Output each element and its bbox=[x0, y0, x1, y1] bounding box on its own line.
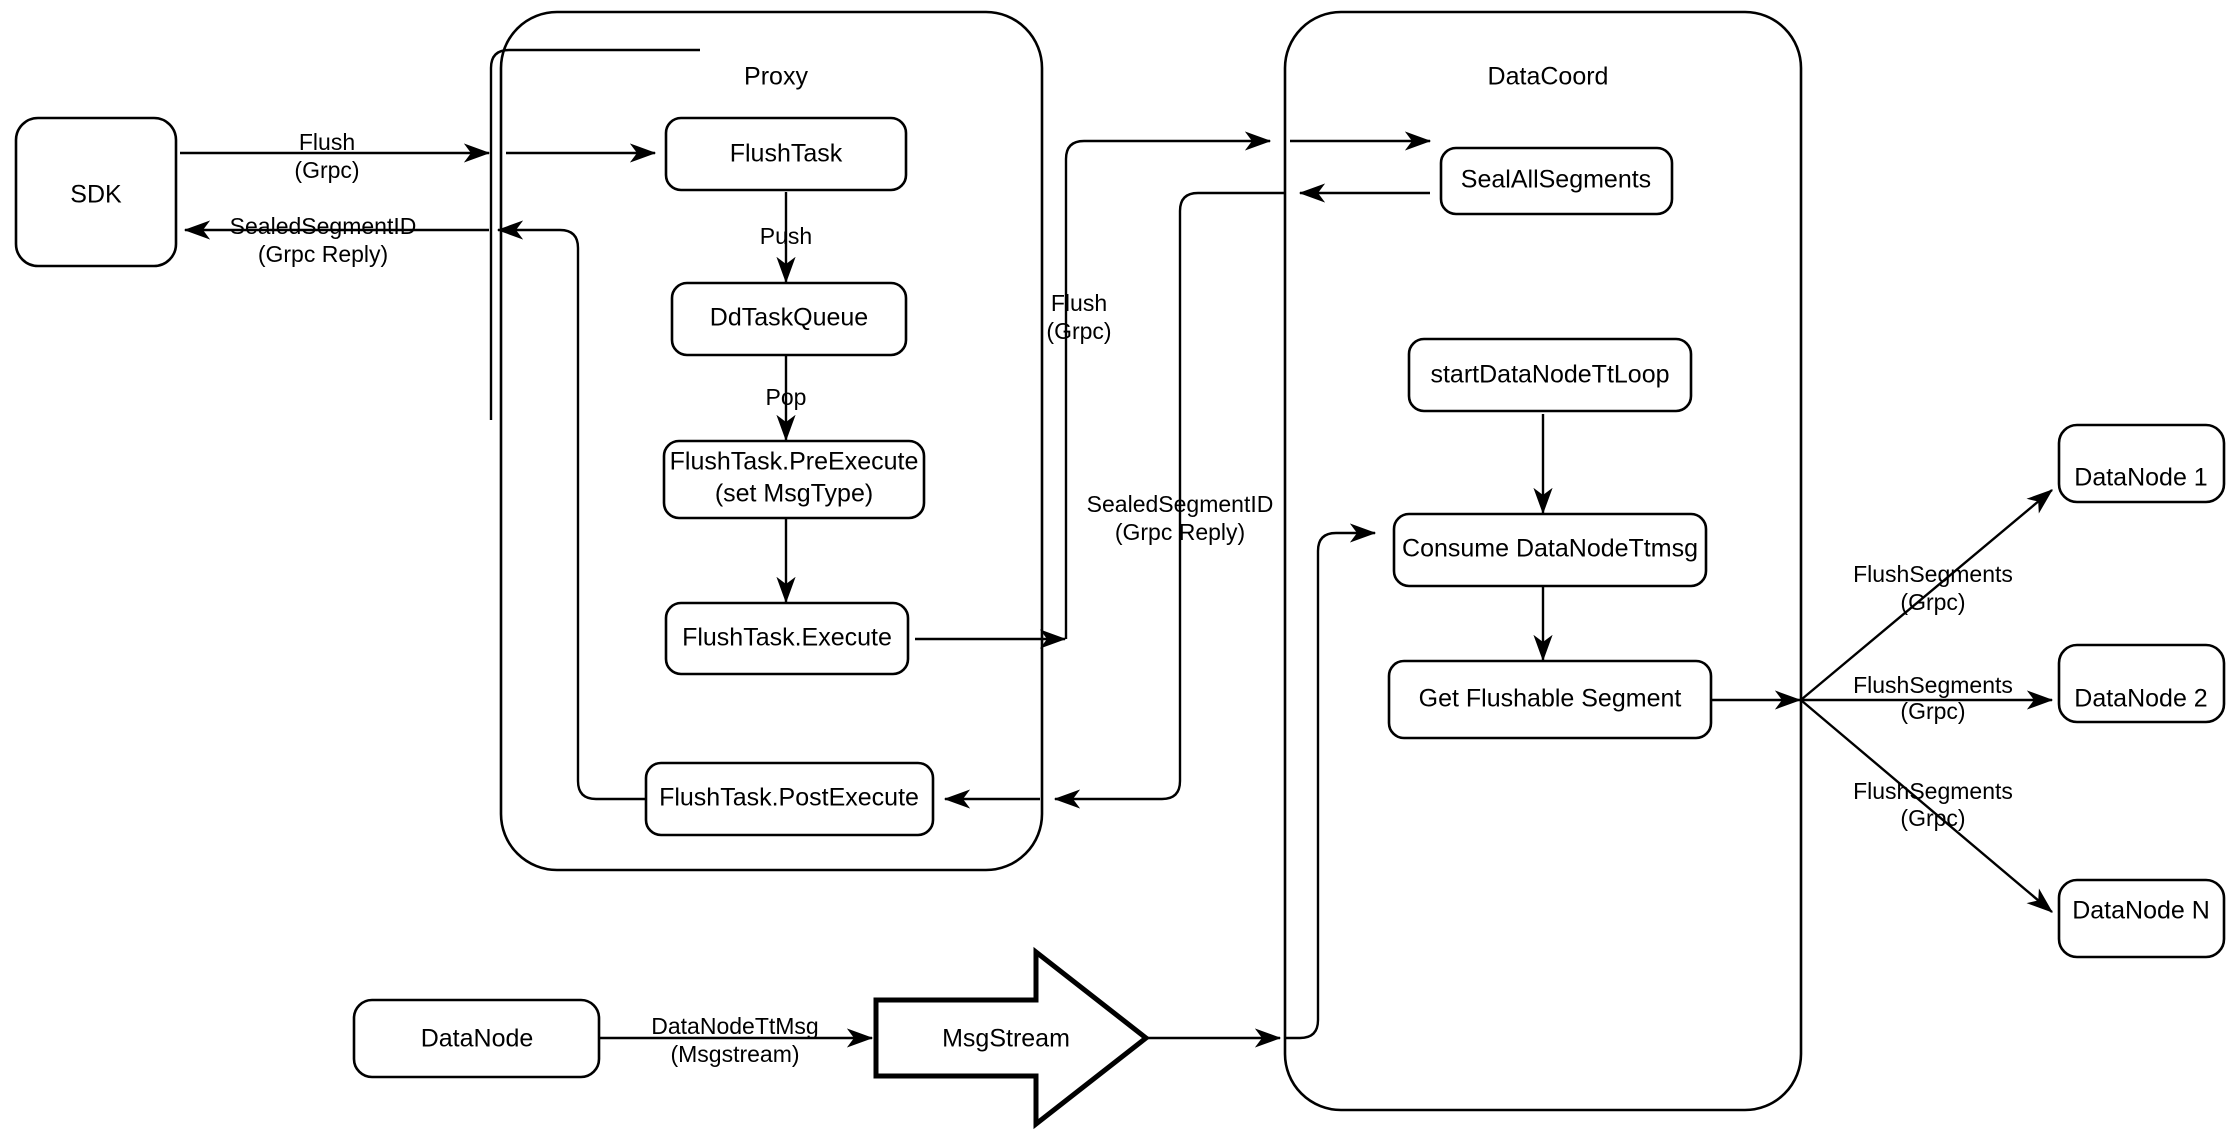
node-flush-task[interactable] bbox=[664, 116, 908, 192]
node-dd-task-queue-label: DdTaskQueue bbox=[710, 304, 868, 332]
node-datanode-bottom-label: DataNode bbox=[421, 1025, 534, 1053]
node-flushtask-preexecute-label-1: FlushTask.PreExecute bbox=[670, 448, 919, 476]
node-flushtask-postexecute[interactable] bbox=[644, 761, 935, 837]
proxy-container-label: Proxy bbox=[744, 63, 808, 91]
edge-flushrail-vertical bbox=[1064, 131, 1272, 639]
edge-junction-to-datanode-1 bbox=[1801, 489, 2053, 700]
edge-label-flushsegments-1-b: (Grpc) bbox=[1900, 589, 1965, 615]
node-flushtask-postexecute-label: FlushTask.PostExecute bbox=[659, 784, 919, 812]
node-seal-all-segments[interactable] bbox=[1439, 146, 1674, 216]
node-flushtask-preexecute-label-2: (set MsgType) bbox=[715, 480, 873, 508]
node-sdk[interactable] bbox=[14, 116, 178, 268]
node-seal-all-segments-label: SealAllSegments bbox=[1461, 166, 1651, 194]
node-datanode-bottom[interactable] bbox=[352, 998, 601, 1079]
edge-label-push: Push bbox=[760, 223, 812, 249]
edge-label-flushsegments-n-a: FlushSegments bbox=[1853, 778, 2013, 804]
node-get-flushable-segment[interactable] bbox=[1387, 659, 1713, 740]
edge-junction-to-datanode-n bbox=[1801, 700, 2053, 913]
node-flushtask-execute-label: FlushTask.Execute bbox=[682, 624, 892, 652]
node-flushtask-preexecute[interactable] bbox=[662, 439, 926, 520]
edge-label-pop: Pop bbox=[766, 384, 807, 410]
node-sdk-label: SDK bbox=[70, 181, 122, 209]
edge-label-flushsegments-n-b: (Grpc) bbox=[1900, 805, 1965, 831]
edge-label-sdk-flush-1: Flush bbox=[299, 129, 355, 155]
datacoord-container-label: DataCoord bbox=[1488, 63, 1609, 91]
edge-label-flushsegments-1-a: FlushSegments bbox=[1853, 561, 2013, 587]
edge-label-sdk-reply-1: SealedSegmentID bbox=[230, 213, 417, 239]
node-datanode-1-label: DataNode 1 bbox=[2074, 464, 2207, 492]
edge-label-flush-grpc-2: (Grpc) bbox=[1046, 318, 1111, 344]
edge-proxy-inbound-rail bbox=[489, 48, 700, 420]
edge-postexecute-to-reply bbox=[496, 220, 651, 801]
node-msgstream-arrow[interactable] bbox=[873, 946, 1151, 1130]
edge-label-sealed-reply-2: (Grpc Reply) bbox=[1115, 519, 1245, 545]
edge-label-datanode-ttmsg-2: (Msgstream) bbox=[670, 1041, 799, 1067]
edge-label-sdk-flush-2: (Grpc) bbox=[294, 157, 359, 183]
edge-msgstream-rail-up-to-consume bbox=[1284, 523, 1377, 1040]
node-consume-datanode-ttmsg[interactable] bbox=[1392, 512, 1708, 588]
node-consume-datanode-ttmsg-label: Consume DataNodeTtmsg bbox=[1402, 535, 1698, 563]
node-flush-task-label: FlushTask bbox=[730, 140, 843, 168]
node-datanode-n[interactable] bbox=[2057, 878, 2226, 959]
edge-label-sealed-reply-1: SealedSegmentID bbox=[1087, 491, 1274, 517]
node-get-flushable-segment-label: Get Flushable Segment bbox=[1419, 685, 1682, 713]
edge-label-flushsegments-2-a: FlushSegments bbox=[1853, 672, 2013, 698]
node-dd-task-queue[interactable] bbox=[670, 281, 908, 357]
node-datanode-2[interactable] bbox=[2057, 643, 2226, 724]
edge-label-sdk-reply-2: (Grpc Reply) bbox=[258, 241, 388, 267]
node-start-datanode-ttloop-label: startDataNodeTtLoop bbox=[1430, 361, 1669, 389]
node-msgstream-label: MsgStream bbox=[942, 1025, 1070, 1053]
node-flushtask-execute[interactable] bbox=[664, 601, 910, 676]
node-datanode-n-label: DataNode N bbox=[2072, 897, 2210, 925]
edge-label-flushsegments-2-b: (Grpc) bbox=[1900, 698, 1965, 724]
node-start-datanode-ttloop[interactable] bbox=[1407, 337, 1693, 413]
edge-label-datanode-ttmsg-1: DataNodeTtMsg bbox=[651, 1013, 818, 1039]
node-datanode-2-label: DataNode 2 bbox=[2074, 685, 2207, 713]
edge-label-flush-grpc-1: Flush bbox=[1051, 290, 1107, 316]
edge-replyrail-from-coord bbox=[1053, 191, 1284, 809]
node-datanode-1[interactable] bbox=[2057, 423, 2226, 504]
